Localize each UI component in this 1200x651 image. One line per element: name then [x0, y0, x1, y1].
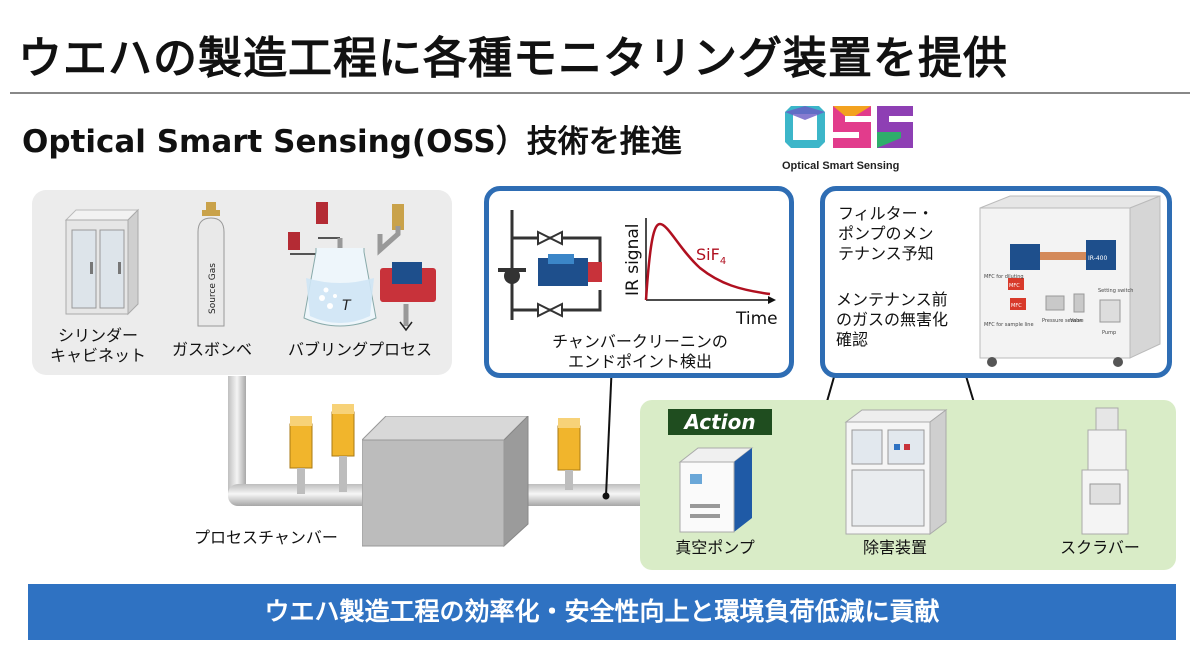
- chart-x-axis-label: Time: [735, 309, 778, 329]
- gas-analyzer-unit-icon: IR-400 MFC MFC for diluting MFC MFC for …: [979, 195, 1161, 367]
- detox-line2: のガスの無害化: [836, 310, 949, 329]
- mfc-lower-tag: MFC: [1011, 303, 1022, 309]
- page-subtitle: Optical Smart Sensing(OSS）技術を推進: [22, 124, 682, 160]
- oss-logo-caption: Optical Smart Sensing: [782, 160, 900, 172]
- exhaust-monitor-sensor: [557, 418, 581, 490]
- scrubber-label: スクラバー: [1060, 538, 1140, 557]
- gas-cylinder-label: ガスボンベ: [171, 340, 252, 359]
- mfc-dilute-label: MFC for diluting: [984, 274, 1024, 280]
- cylinder-cabinet-label-line1: シリンダー: [57, 326, 138, 345]
- gas-cylinder-icon: Source Gas: [197, 202, 225, 327]
- action-badge: Action: [668, 409, 772, 435]
- maintenance-line2: ポンプのメン: [838, 224, 934, 243]
- pressure-sensor-label: Pressure sensor: [1042, 318, 1082, 324]
- contribution-banner: ウエハ製造工程の効率化・安全性向上と環境負荷低減に貢献: [28, 584, 1176, 640]
- cylinder-cabinet-label-line2: キャビネット: [49, 346, 146, 365]
- bubbler-temp-label: T: [342, 298, 352, 314]
- page-title: ウエハの製造工程に各種モニタリング装置を提供: [18, 33, 1008, 84]
- process-chamber-label: プロセスチャンバー: [194, 528, 338, 547]
- detox-confirmation-text: メンテナンス前 のガスの無害化 確認: [836, 290, 948, 350]
- chart-y-axis-label: IR signal: [623, 223, 643, 296]
- valve-label: Valve: [1070, 318, 1084, 324]
- detox-line3: 確認: [836, 330, 869, 349]
- chamber-monitor-sensors: [289, 404, 355, 494]
- maintenance-line3: テナンス予知: [838, 244, 934, 263]
- maintenance-prediction-text: フィルター・ ポンプのメン テナンス予知: [838, 204, 934, 264]
- title-divider: [10, 92, 1190, 94]
- pump-label: Pump: [1102, 330, 1116, 336]
- process-chamber-icon: [362, 416, 529, 548]
- endpoint-caption-line1: チャンバークリーニンの: [552, 332, 728, 351]
- ir-signal-chart: IR signal Time SiF4: [623, 218, 778, 329]
- vacuum-pump-icon: [678, 447, 754, 533]
- endpoint-detection-panel: [484, 186, 794, 378]
- cylinder-cabinet-icon: [64, 208, 140, 316]
- detox-line1: メンテナンス前: [836, 290, 948, 309]
- scrubber-icon: [1081, 407, 1129, 535]
- bubbling-process-label: バブリングプロセス: [287, 340, 432, 359]
- abatement-unit-icon: [844, 409, 948, 535]
- gas-cylinder-tag: Source Gas: [208, 263, 218, 314]
- valve-manifold-icon: [498, 210, 602, 320]
- endpoint-caption: チャンバークリーニンの エンドポイント検出: [500, 332, 780, 372]
- mfc-sample-label: MFC for sample line: [984, 322, 1034, 328]
- abatement-label: 除害装置: [862, 538, 927, 557]
- vacuum-pump-label: 真空ポンプ: [675, 538, 755, 557]
- mfc-upper-tag: MFC: [1009, 283, 1020, 289]
- cylinder-cabinet-label: シリンダー キャビネット: [38, 326, 158, 366]
- bubbler-icon: T: [288, 202, 436, 332]
- endpoint-caption-line2: エンドポイント検出: [567, 352, 712, 371]
- sif4-curve: [644, 222, 771, 301]
- maintenance-line1: フィルター・: [838, 204, 934, 223]
- ir-unit-label: IR-400: [1088, 255, 1107, 262]
- setting-switch-label: Setting switch: [1098, 288, 1133, 294]
- chart-series-label: SiF4: [696, 245, 726, 267]
- oss-logo: [785, 106, 913, 148]
